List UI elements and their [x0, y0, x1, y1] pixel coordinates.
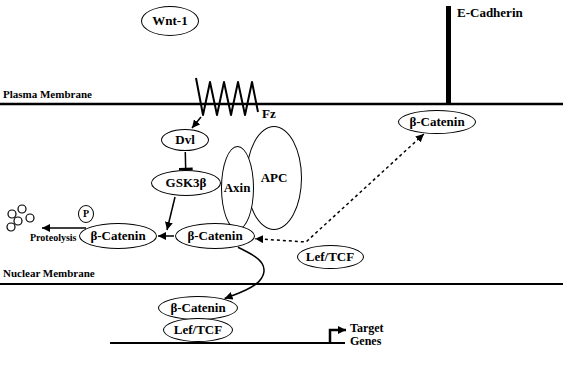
- molecule-name: P: [83, 208, 89, 220]
- degradation-fragments: [7, 205, 34, 231]
- molecule-name: APC: [261, 171, 288, 186]
- text-label: Fz: [262, 107, 276, 121]
- dna-line: [110, 342, 345, 344]
- molecule-name: GSK3β: [166, 176, 207, 191]
- molecule-name: Wnt-1: [152, 14, 187, 29]
- pathway-connector: [158, 235, 174, 237]
- molecule-name: β-Catenin: [409, 115, 464, 130]
- molecule-ellipse: APC: [246, 126, 302, 230]
- molecule-ellipse: Lef/TCF: [163, 318, 233, 342]
- plasma-membrane-line: [0, 103, 563, 106]
- molecule-ellipse: β-Catenin: [79, 223, 157, 249]
- e-cadherin-bar: [446, 6, 451, 104]
- molecule-name: β-Catenin: [90, 229, 145, 244]
- molecule-name: β-Catenin: [170, 301, 225, 316]
- molecule-ellipse: β-Catenin: [398, 110, 476, 134]
- nuclear-membrane-line: [0, 283, 563, 285]
- frizzled-receptor: [196, 78, 258, 115]
- proteolysis-arrow: [42, 227, 86, 229]
- pathway-connector: [185, 152, 187, 169]
- activation-arrow: [192, 117, 201, 128]
- molecule-ellipse: GSK3β: [151, 170, 221, 196]
- molecule-ellipse: P: [78, 205, 94, 223]
- text-label: Target Genes: [350, 322, 394, 348]
- text-label: E-Cadherin: [457, 6, 523, 20]
- molecule-name: Lef/TCF: [306, 250, 354, 265]
- text-label: Nuclear Membrane: [3, 267, 95, 279]
- phosphorylation-arrow: [167, 197, 175, 230]
- molecule-ellipse: Wnt-1: [141, 6, 199, 36]
- molecule-name: β-Catenin: [187, 229, 242, 244]
- molecule-name: Dvl: [175, 133, 195, 148]
- pathway-connector: [225, 247, 264, 298]
- molecule-ellipse: Dvl: [161, 129, 209, 151]
- molecule-ellipse: Lef/TCF: [297, 245, 364, 269]
- molecule-ellipse: β-Catenin: [175, 223, 255, 249]
- molecule-name: Axin: [224, 181, 251, 196]
- text-label: Plasma Membrane: [3, 88, 92, 100]
- transcription-arrow: [330, 330, 346, 343]
- text-label: Proteolysis: [30, 232, 76, 243]
- molecule-name: Lef/TCF: [174, 323, 222, 338]
- molecule-ellipse: Axin: [221, 146, 254, 230]
- molecule-ellipse: β-Catenin: [158, 296, 238, 320]
